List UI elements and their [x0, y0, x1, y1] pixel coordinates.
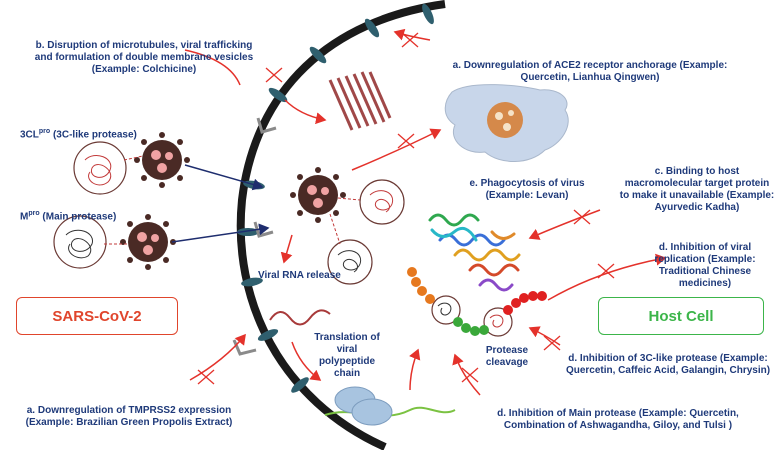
inhibition-mark [265, 67, 283, 83]
inhibition-mark [401, 32, 419, 48]
label-host-protein-binding: c. Binding to host macromolecular target… [619, 166, 775, 213]
inhibition-mark [573, 209, 591, 225]
arrow [452, 353, 481, 396]
entry-arrow [171, 223, 270, 243]
arrow [291, 341, 322, 381]
cell-membrane [236, 0, 446, 450]
label-phagocytosis: e. Phagocytosis of virus (Example: Levan… [469, 178, 585, 201]
rna-circle [327, 239, 373, 285]
receptor [241, 277, 263, 287]
receptor [268, 87, 288, 103]
arrow [284, 99, 327, 125]
rna-circle [359, 179, 405, 225]
label-tmprss2-downregulation: a. Downregulation of TMPRSS2 expression … [25, 405, 233, 428]
label-main-protease-inhibition: d. Inhibition of Main protease (Example:… [497, 408, 739, 431]
virus-in-host [487, 102, 523, 138]
label-3clpro: 3CLpro (3C-like protease) [20, 128, 137, 141]
ribosome [334, 386, 393, 426]
polyprotein-chain [407, 267, 547, 336]
inhibition-mark [397, 133, 415, 149]
label-3clike-inhibition: d. Inhibition of 3C-like protease (Examp… [565, 353, 771, 376]
label-microtubule-disruption: b. Disruption of microtubules, viral tra… [34, 40, 254, 75]
virus-internalized [290, 167, 346, 223]
rna-strand [269, 309, 331, 326]
arrow [351, 128, 442, 171]
inhibition-marks [197, 32, 615, 385]
receptor [257, 329, 279, 341]
rna-circle [483, 307, 513, 337]
inhibition-mark [197, 369, 215, 385]
arrow [184, 49, 241, 86]
label-ace2-downregulation: a. Downregulation of ACE2 receptor ancho… [452, 60, 728, 83]
inhibition-mark [597, 263, 615, 279]
receptor [309, 46, 327, 64]
arrow [189, 333, 246, 381]
arrow [409, 348, 421, 391]
virus-mpro [120, 214, 176, 270]
rna-circle [431, 295, 461, 325]
rna-circle [73, 141, 127, 195]
rna-circle [53, 215, 107, 269]
virus-3clpro [134, 132, 190, 188]
inhibition-mark [461, 367, 479, 383]
arrow [528, 209, 601, 240]
protein-structure [428, 213, 521, 292]
label-translation: Translation of viral polypeptide chain [314, 332, 380, 379]
label-replication-inhibition: d. Inhibition of viral replication (Exam… [654, 242, 756, 289]
rna-connectors [104, 155, 361, 245]
inhibition-mark [543, 335, 561, 351]
arrow [547, 253, 667, 301]
arrow [528, 326, 561, 346]
label-viral-rna-release: Viral RNA release [258, 270, 341, 281]
process-arrows [184, 28, 667, 396]
receptor [422, 3, 434, 25]
entry-arrow [184, 164, 264, 191]
arrow [393, 28, 431, 41]
sars-cov-2-box: SARS-CoV-2 [16, 297, 178, 335]
receptor [291, 377, 309, 393]
arrow [280, 234, 293, 264]
rna-scribbles [65, 155, 504, 328]
microtubules [328, 71, 392, 131]
label-protease-cleavage: Protease cleavage [485, 345, 529, 368]
rna-circles [53, 141, 513, 337]
label-mpro: Mpro (Main protease) [20, 210, 117, 223]
host-cell-box: Host Cell [598, 297, 764, 335]
receptor [364, 18, 380, 38]
